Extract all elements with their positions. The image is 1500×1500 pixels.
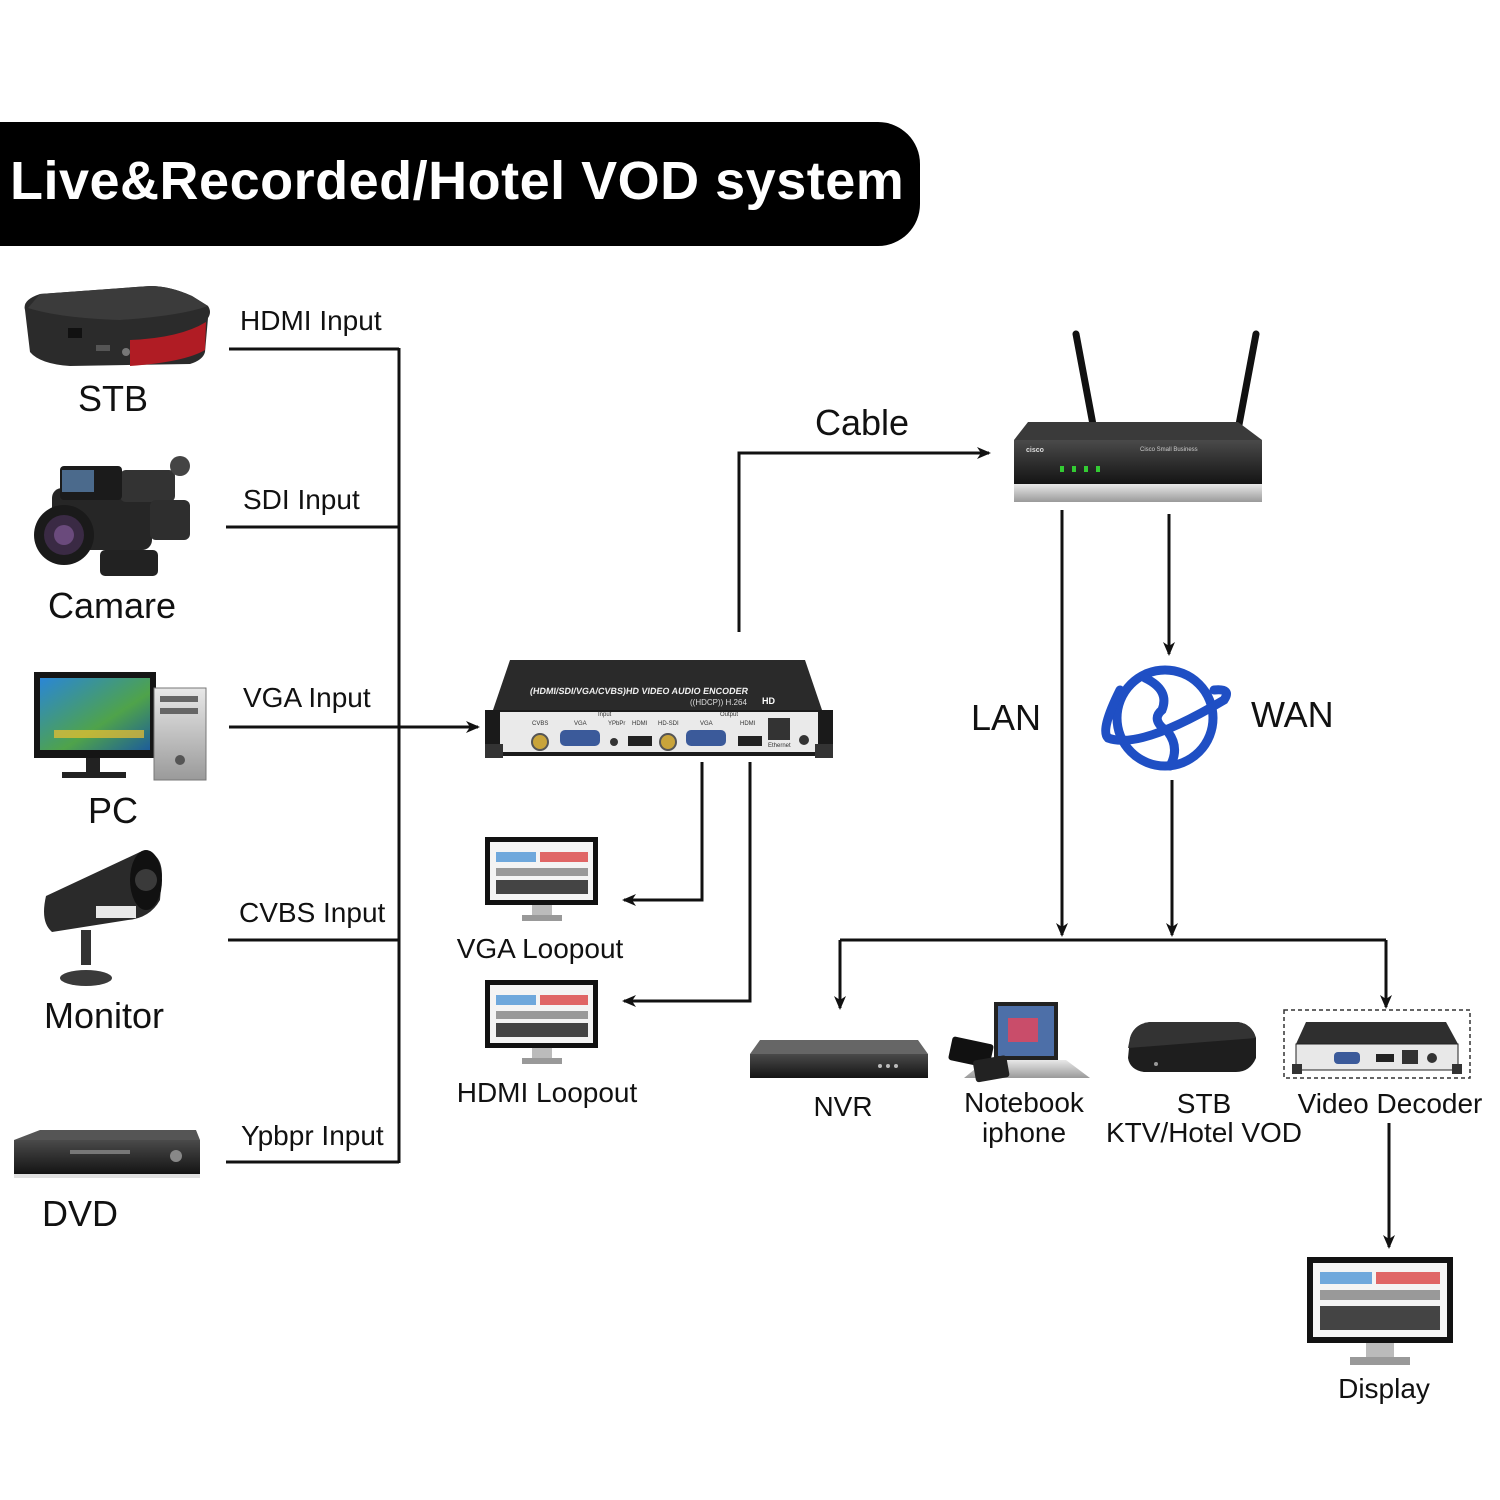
laptop-phone-icon (948, 1002, 1090, 1083)
camcorder-icon (34, 456, 190, 576)
page-title: Live&Recorded/Hotel VOD system (10, 151, 905, 211)
encoder-port-ethernet: Ethernet (768, 743, 791, 749)
globe-icon (1101, 665, 1231, 771)
iphone-label: iphone (981, 1117, 1067, 1148)
set-top-box-icon (24, 286, 211, 366)
display-label: Display (1338, 1373, 1430, 1404)
router-brand: cisco (1026, 447, 1044, 454)
vga-loopout-label: VGA Loopout (456, 933, 624, 964)
ypbpr-input-label: Ypbpr Input (241, 1120, 384, 1151)
set-top-box-icon (1128, 1022, 1256, 1072)
vga-loopout-monitor (485, 837, 598, 921)
source-dvd-label: DVD (41, 1193, 119, 1234)
video-decoder-icon (1283, 1009, 1471, 1079)
encoder-port-hdmi-in: HDMI (632, 721, 648, 727)
title-banner: Live&Recorded/Hotel VOD system (0, 122, 920, 246)
encoder-port-hdmi-out: HDMI (740, 721, 756, 727)
encoder-hd-badge: HD (762, 696, 775, 706)
cvbs-input-label: CVBS Input (239, 897, 386, 928)
wan-label: WAN (1251, 694, 1334, 735)
dvd-player-icon (14, 1130, 200, 1178)
desktop-pc-icon (34, 672, 207, 781)
encoder-port-hdsdi: HD-SDI (658, 721, 679, 727)
source-stb-label: STB (77, 378, 149, 419)
security-camera-icon (44, 850, 162, 986)
source-monitor-label: Monitor (43, 995, 165, 1036)
cable-link (737, 447, 991, 632)
source-camera-label: Camare (47, 585, 177, 626)
hdmi-loopout-label: HDMI Loopout (456, 1077, 638, 1108)
encoder-device (485, 660, 833, 758)
encoder-port-ypbpr: YPbPr (608, 721, 626, 727)
source-pc-label: PC (87, 790, 139, 831)
encoder-port-cvbs: CVBS (532, 721, 549, 727)
router-model: Cisco Small Business (1140, 447, 1198, 453)
lan-label: LAN (971, 697, 1042, 738)
encoder-subheader: ((HDCP)) H.264 (690, 698, 747, 707)
sdi-input-label: SDI Input (243, 484, 360, 515)
hdmi-input-label: HDMI Input (240, 305, 382, 336)
encoder-port-vga-out: VGA (700, 721, 713, 727)
input-bus (226, 347, 480, 1164)
notebook-label: Notebook (964, 1087, 1084, 1118)
encoder-port-vga-in: VGA (574, 721, 587, 727)
display-monitor (1307, 1257, 1453, 1365)
nvr-icon (750, 1040, 928, 1078)
cable-label: Cable (815, 402, 910, 443)
loopout-links (622, 762, 752, 1007)
encoder-header: (HDMI/SDI/VGA/CVBS)HD VIDEO AUDIO ENCODE… (529, 686, 749, 696)
video-decoder-label: Video Decoder (1297, 1088, 1483, 1119)
ktv-hotel-vod-label: KTV/Hotel VOD (1105, 1117, 1303, 1148)
wireless-router-icon (1014, 330, 1262, 502)
encoder-group-output: Output (720, 712, 739, 718)
vga-input-label: VGA Input (243, 682, 371, 713)
encoder-group-input: Input (598, 712, 612, 718)
hdmi-loopout-monitor (485, 980, 598, 1064)
nvr-label: NVR (813, 1091, 873, 1122)
network-links (834, 510, 1395, 1249)
stb-endpoint-label: STB (1176, 1088, 1232, 1119)
